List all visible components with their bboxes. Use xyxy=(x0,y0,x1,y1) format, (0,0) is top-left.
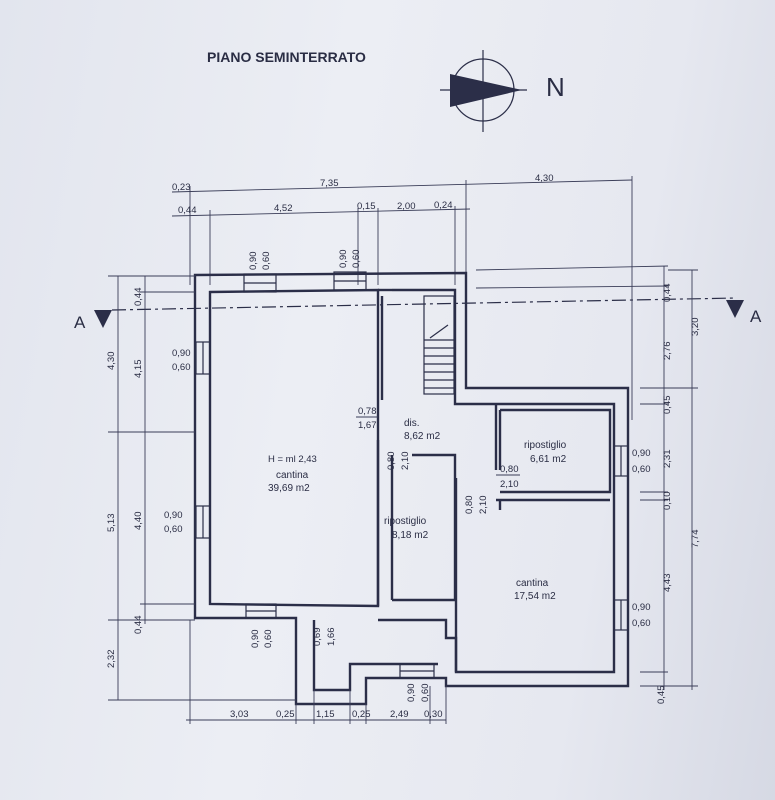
door-main-b: 1,67 xyxy=(358,420,377,431)
room-cantina2-name: cantina xyxy=(516,578,549,589)
opening-bottom1-b: 0,60 xyxy=(263,630,274,649)
windows xyxy=(195,271,629,679)
dim-left-7: 0,44 xyxy=(133,616,144,635)
room-cantina2-area: 17,54 m2 xyxy=(514,591,556,602)
top-dimensions xyxy=(171,176,633,420)
section-line xyxy=(94,297,744,328)
plan-title: PIANO SEMINTERRATO xyxy=(207,49,366,65)
section-label-right: A xyxy=(750,307,762,326)
opening-left1-b: 0,60 xyxy=(172,362,191,373)
door-bottom-b: 1,66 xyxy=(326,628,337,647)
dim-left-5: 4,15 xyxy=(133,360,144,379)
opening-right2-b: 0,60 xyxy=(632,618,651,629)
room-rip2-name: ripostiglio xyxy=(384,516,427,527)
opening-bottom2-b: 0,60 xyxy=(420,684,431,703)
dim-right-2: 2,76 xyxy=(662,342,673,361)
opening-left1-a: 0,90 xyxy=(172,348,191,359)
opening-top1-a: 0,90 xyxy=(248,252,259,271)
dim-left-4: 0,44 xyxy=(133,288,144,307)
left-dimensions xyxy=(108,275,296,701)
dim-top-4: 0,44 xyxy=(178,205,197,216)
dim-top-5: 4,52 xyxy=(274,203,293,214)
dim-bottom-1: 3,03 xyxy=(230,709,249,720)
opening-bottom2-a: 0,90 xyxy=(406,684,417,703)
door-rip2-a: 0,80 xyxy=(386,452,397,471)
door-cantina2-b: 2,10 xyxy=(478,496,489,515)
dim-right-7: 0,45 xyxy=(656,686,667,705)
outer-walls xyxy=(193,271,630,706)
dim-top-3: 4,30 xyxy=(535,173,554,184)
dim-right-8: 3,20 xyxy=(690,318,701,337)
door-rip1-b: 2,10 xyxy=(500,479,519,490)
opening-left2-a: 0,90 xyxy=(164,510,183,521)
room-height: H = ml 2,43 xyxy=(268,454,317,465)
opening-top1-b: 0,60 xyxy=(261,252,272,271)
opening-right1-a: 0,90 xyxy=(632,448,651,459)
dim-bottom-6: 0,30 xyxy=(424,709,443,720)
room-dis-name: dis. xyxy=(404,418,420,429)
stair xyxy=(423,295,455,395)
dim-left-6: 4,40 xyxy=(133,512,144,531)
door-main-a: 0,78 xyxy=(358,406,377,417)
dim-top-7: 2,00 xyxy=(397,201,416,212)
dim-right-5: 0,10 xyxy=(662,492,673,511)
dim-left-3: 2,32 xyxy=(106,650,117,669)
dim-right-3: 0,45 xyxy=(662,396,673,415)
door-rip1-a: 0,80 xyxy=(500,464,519,475)
room-rip2-area: 8,18 m2 xyxy=(392,530,429,541)
right-extension-lines xyxy=(475,265,698,690)
section-label-left: A xyxy=(74,313,86,332)
dim-top-1: 0,23 xyxy=(172,182,191,193)
dim-right-6: 4,43 xyxy=(662,574,673,593)
dim-top-2: 7,35 xyxy=(320,178,339,189)
opening-right2-a: 0,90 xyxy=(632,602,651,613)
room-dis-area: 8,62 m2 xyxy=(404,431,441,442)
room-cantina-main-area: 39,69 m2 xyxy=(268,483,310,494)
dim-right-4: 2,31 xyxy=(662,450,673,469)
dim-left-2: 5,13 xyxy=(106,514,117,533)
opening-left2-b: 0,60 xyxy=(164,524,183,535)
north-arrow-icon xyxy=(440,50,527,132)
bottom-dimensions xyxy=(186,620,447,724)
dim-right-9: 7,74 xyxy=(690,530,701,549)
opening-bottom1-a: 0,90 xyxy=(250,630,261,649)
dim-left-1: 4,30 xyxy=(106,352,117,371)
dim-bottom-4: 0,25 xyxy=(352,709,371,720)
dim-bottom-5: 2,49 xyxy=(390,709,409,720)
door-rip2-b: 2,10 xyxy=(400,452,411,471)
dim-top-6: 0,15 xyxy=(357,201,376,212)
opening-right1-b: 0,60 xyxy=(632,464,651,475)
dim-right-1: 0,44 xyxy=(662,284,673,303)
north-label: N xyxy=(546,72,565,102)
room-cantina-main-name: cantina xyxy=(276,470,309,481)
door-cantina2-a: 0,80 xyxy=(464,496,475,515)
opening-top2-b: 0,60 xyxy=(351,250,362,269)
dim-bottom-3: 1,15 xyxy=(316,709,335,720)
room-rip1-area: 6,61 m2 xyxy=(530,454,567,465)
dim-bottom-2: 0,25 xyxy=(276,709,295,720)
dim-top-8: 0,24 xyxy=(434,200,453,211)
room-rip1-name: ripostiglio xyxy=(524,440,567,451)
opening-top2-a: 0,90 xyxy=(338,250,349,269)
door-bottom-a: 0,69 xyxy=(312,628,323,647)
